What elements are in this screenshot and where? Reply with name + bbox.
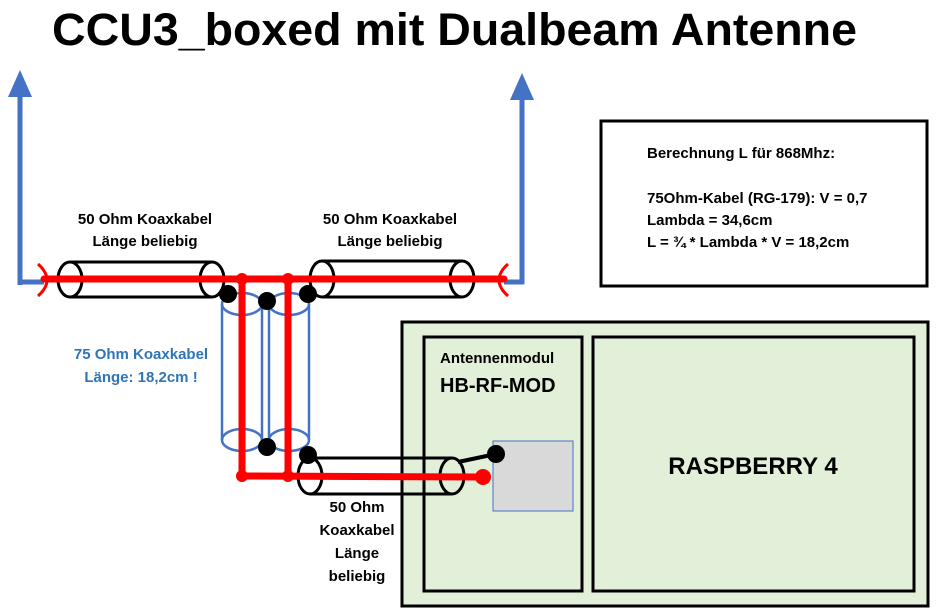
right-coax-label-type: 50 Ohm Koaxkabel — [323, 211, 457, 228]
ccu3-board: Antennenmodul HB-RF-MOD RASPBERRY 4 — [400, 320, 930, 608]
raspberry-box — [591, 335, 916, 593]
signal-line-bottom — [238, 472, 487, 481]
bottom-coax-label-line: Länge — [335, 545, 379, 562]
module-signal-pin-dot — [475, 469, 491, 485]
antenna-module-name: HB-RF-MOD — [440, 375, 556, 397]
board-enclosure — [400, 320, 930, 608]
antenna-module-label: Antennenmodul — [440, 350, 554, 367]
calculation-box-frame — [599, 119, 929, 288]
shield-junction-dot — [258, 292, 276, 310]
left-antenna — [8, 70, 49, 298]
calculation-heading: Berechnung L für 868Mhz: — [647, 145, 835, 162]
signal-junction-dot — [282, 273, 294, 285]
calculation-line-cable: 75Ohm-Kabel (RG-179): V = 0,7 — [647, 190, 868, 207]
branch-coax-label-length: Länge: 18,2cm ! — [84, 369, 197, 386]
raspberry-label: RASPBERRY 4 — [668, 453, 838, 480]
bottom-coax-label-line: Koaxkabel — [319, 522, 394, 539]
branch-coax-cables — [220, 291, 311, 453]
signal-junction-dot — [282, 470, 294, 482]
antenna-arrow-icon — [8, 70, 32, 97]
bottom-coax-label-line: 50 Ohm — [329, 499, 384, 516]
calculation-box: Berechnung L für 868Mhz: 75Ohm-Kabel (RG… — [599, 119, 929, 288]
bottom-coax-label-line: beliebig — [329, 568, 386, 585]
rf-module-chip — [492, 440, 574, 512]
left-coax-label-type: 50 Ohm Koaxkabel — [78, 211, 212, 228]
left-coax-label-length: Länge beliebig — [92, 233, 197, 250]
right-antenna — [497, 73, 534, 298]
signal-junction-dot — [236, 470, 248, 482]
antenna-module-box — [422, 335, 584, 593]
diagram-title: CCU3_boxed mit Dualbeam Antenne — [52, 4, 857, 55]
branch-coax-label-type: 75 Ohm Koaxkabel — [74, 346, 208, 363]
module-ground-pin-dot — [487, 445, 505, 463]
right-coax-label-length: Länge beliebig — [337, 233, 442, 250]
signal-junctions — [236, 273, 491, 485]
shield-junction-dot — [299, 285, 317, 303]
shield-junction-dot — [299, 446, 317, 464]
calculation-line-length: L = ¾ * Lambda * V = 18,2cm — [647, 234, 849, 251]
calculation-line-lambda: Lambda = 34,6cm — [647, 212, 772, 229]
shield-junctions — [219, 285, 505, 464]
shield-junction-dot — [258, 438, 276, 456]
antenna-arrow-icon — [510, 73, 534, 100]
signal-junction-dot — [236, 273, 248, 285]
shield-junction-dot — [219, 285, 237, 303]
